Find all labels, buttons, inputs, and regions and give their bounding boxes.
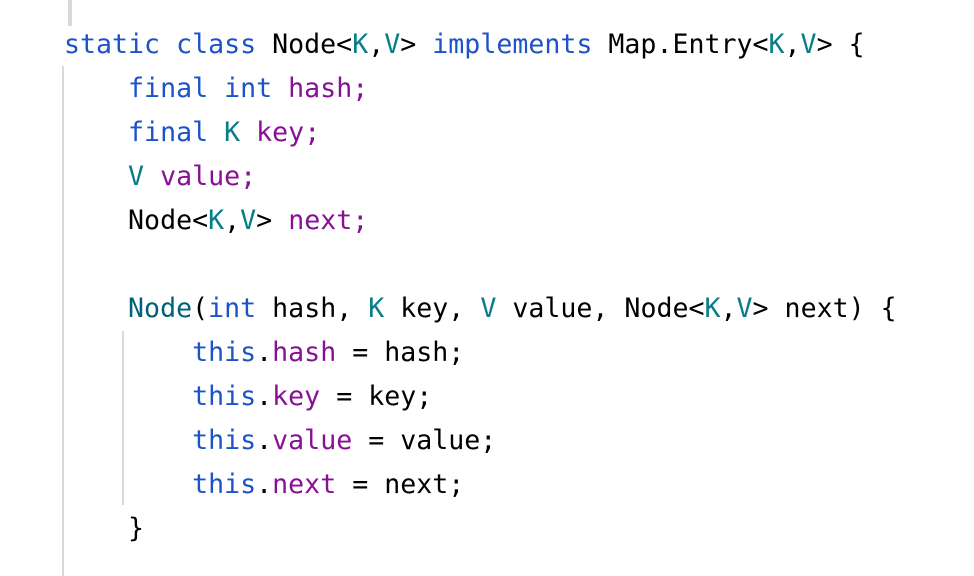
code-line-3: final K key; bbox=[64, 111, 897, 155]
code-line-2: final int hash; bbox=[64, 67, 897, 111]
token-type_param: V bbox=[240, 205, 257, 236]
code-line-4: V value; bbox=[64, 155, 897, 199]
token-keyword: this bbox=[192, 469, 257, 500]
token-field: hash; bbox=[288, 73, 369, 104]
token-keyword: final int bbox=[128, 73, 289, 104]
token-type_param: V bbox=[384, 29, 401, 60]
token-plain bbox=[64, 381, 192, 412]
token-field: next; bbox=[288, 205, 369, 236]
token-plain: Node< bbox=[64, 205, 209, 236]
token-plain bbox=[64, 73, 128, 104]
token-field: next bbox=[272, 469, 337, 500]
token-keyword: implements bbox=[432, 29, 609, 60]
code-line-6 bbox=[64, 243, 897, 287]
token-type_param: V bbox=[800, 29, 817, 60]
token-type_param: K bbox=[224, 117, 241, 148]
token-field: hash bbox=[272, 337, 337, 368]
top-indent-marker bbox=[68, 0, 72, 26]
token-plain: ( bbox=[192, 293, 209, 324]
indent-guide-inner bbox=[122, 331, 124, 505]
code-line-9: this.key = key; bbox=[64, 375, 897, 419]
code-area[interactable]: static class Node<K,V> implements Map.En… bbox=[0, 23, 897, 551]
token-field: value; bbox=[160, 161, 257, 192]
token-plain: > bbox=[400, 29, 433, 60]
token-type_param: K bbox=[368, 293, 385, 324]
token-plain bbox=[64, 293, 128, 324]
indent-guide-outer bbox=[62, 66, 64, 576]
token-plain: = hash; bbox=[336, 337, 465, 368]
token-type_param: K bbox=[768, 29, 785, 60]
token-plain bbox=[64, 117, 128, 148]
code-line-1: static class Node<K,V> implements Map.En… bbox=[64, 23, 897, 67]
token-plain: = key; bbox=[320, 381, 433, 412]
token-plain: > next) { bbox=[752, 293, 897, 324]
token-plain: > bbox=[256, 205, 289, 236]
token-field: key bbox=[272, 381, 321, 412]
token-plain: Map.Entry< bbox=[608, 29, 769, 60]
token-plain bbox=[64, 161, 128, 192]
token-plain: . bbox=[256, 469, 273, 500]
token-keyword: final bbox=[128, 117, 225, 148]
token-type_param: V bbox=[480, 293, 497, 324]
token-plain: . bbox=[256, 337, 273, 368]
token-keyword: this bbox=[192, 337, 257, 368]
code-line-10: this.value = value; bbox=[64, 419, 897, 463]
token-constructor: Node bbox=[128, 293, 193, 324]
token-plain: = value; bbox=[352, 425, 497, 456]
code-line-12: } bbox=[64, 507, 897, 551]
token-type_param: K bbox=[208, 205, 225, 236]
token-plain: = next; bbox=[336, 469, 465, 500]
token-type_param: V bbox=[128, 161, 145, 192]
token-plain bbox=[144, 161, 160, 192]
code-line-11: this.next = next; bbox=[64, 463, 897, 507]
token-plain: , bbox=[368, 29, 385, 60]
token-field: value bbox=[272, 425, 353, 456]
token-plain bbox=[64, 337, 192, 368]
token-plain: > { bbox=[816, 29, 865, 60]
token-keyword: this bbox=[192, 381, 257, 412]
token-plain bbox=[240, 117, 256, 148]
token-plain: , bbox=[784, 29, 801, 60]
token-type_param: V bbox=[736, 293, 753, 324]
token-plain: } bbox=[64, 513, 145, 544]
token-field: key; bbox=[256, 117, 321, 148]
token-plain: , bbox=[224, 205, 241, 236]
token-plain: . bbox=[256, 425, 273, 456]
token-keyword: int bbox=[208, 293, 257, 324]
token-plain: hash, bbox=[256, 293, 369, 324]
token-type_param: K bbox=[352, 29, 369, 60]
token-keyword: static class bbox=[64, 29, 273, 60]
token-plain: key, bbox=[384, 293, 481, 324]
token-plain bbox=[64, 425, 192, 456]
token-plain: Node< bbox=[272, 29, 353, 60]
token-plain bbox=[64, 469, 192, 500]
code-line-7: Node(int hash, K key, V value, Node<K,V>… bbox=[64, 287, 897, 331]
token-keyword: this bbox=[192, 425, 257, 456]
token-plain: value, Node< bbox=[496, 293, 705, 324]
token-plain: , bbox=[720, 293, 737, 324]
token-plain: . bbox=[256, 381, 273, 412]
code-line-5: Node<K,V> next; bbox=[64, 199, 897, 243]
code-line-8: this.hash = hash; bbox=[64, 331, 897, 375]
token-type_param: K bbox=[704, 293, 721, 324]
